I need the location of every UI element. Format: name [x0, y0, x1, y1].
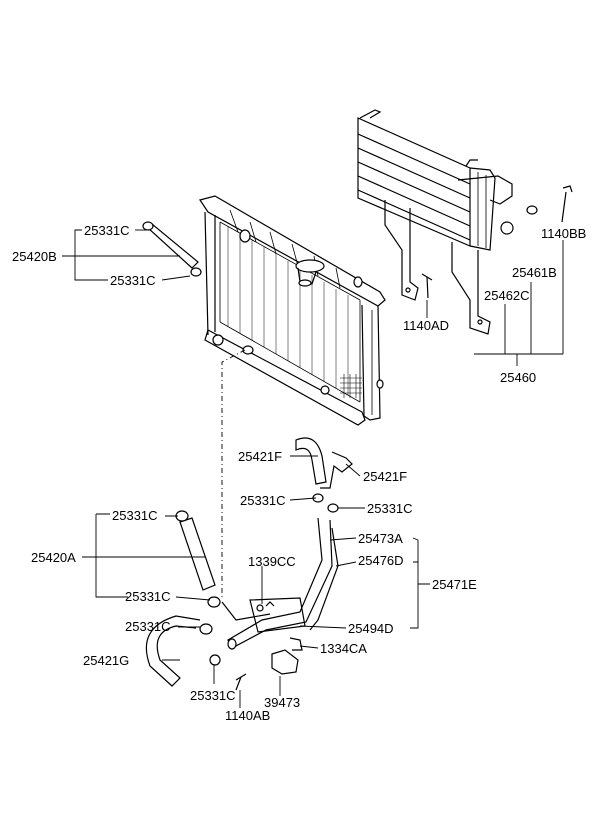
label-25461B: 25461B — [512, 265, 557, 280]
oil-cooler — [357, 109, 573, 335]
hose-25420A — [175, 510, 221, 608]
bolt-1140AB — [235, 673, 247, 691]
label-1140AD: 1140AD — [403, 318, 449, 333]
connection-line — [221, 349, 246, 600]
label-25420A: 25420A — [31, 550, 76, 565]
label-25331C-mid-left: 25331C — [240, 493, 286, 508]
hose-25421G — [145, 615, 221, 687]
radiator — [199, 195, 386, 426]
label-25460: 25460 — [500, 370, 536, 385]
label-25421G: 25421G — [83, 653, 129, 668]
bolt-1339CC — [265, 601, 275, 607]
callout-labels: 25331C 25420B 25331C 1140BB 25461B 25462… — [12, 223, 586, 723]
bracket-1334CA — [271, 637, 303, 675]
label-1334CA: 1334CA — [320, 641, 367, 656]
label-25331C-top: 25331C — [84, 223, 130, 238]
label-25471E: 25471E — [432, 577, 477, 592]
label-25421F-right: 25421F — [363, 469, 407, 484]
label-25331C-mid-right: 25331C — [367, 501, 413, 516]
label-25331C-hose-top: 25331C — [112, 508, 158, 523]
label-25331C-radiator: 25331C — [110, 273, 156, 288]
leader-lines — [62, 229, 564, 708]
label-25421F-left: 25421F — [238, 449, 282, 464]
pipe-assembly-25471E — [221, 517, 339, 650]
label-1140BB: 1140BB — [541, 226, 586, 241]
hose-25420B — [142, 221, 202, 277]
label-25331C-hose-bottom: 25331C — [125, 589, 171, 604]
label-25473A: 25473A — [358, 531, 403, 546]
label-25494D: 25494D — [348, 621, 394, 636]
label-25476D: 25476D — [358, 553, 404, 568]
label-1339CC: 1339CC — [248, 554, 296, 569]
label-1140AB: 1140AB — [225, 708, 270, 723]
label-25331C-lower: 25331C — [125, 619, 171, 634]
label-25420B: 25420B — [12, 249, 57, 264]
label-25462C: 25462C — [484, 288, 530, 303]
hose-25421F — [295, 437, 353, 513]
label-39473: 39473 — [264, 695, 300, 710]
label-25331C-bottom: 25331C — [190, 688, 236, 703]
